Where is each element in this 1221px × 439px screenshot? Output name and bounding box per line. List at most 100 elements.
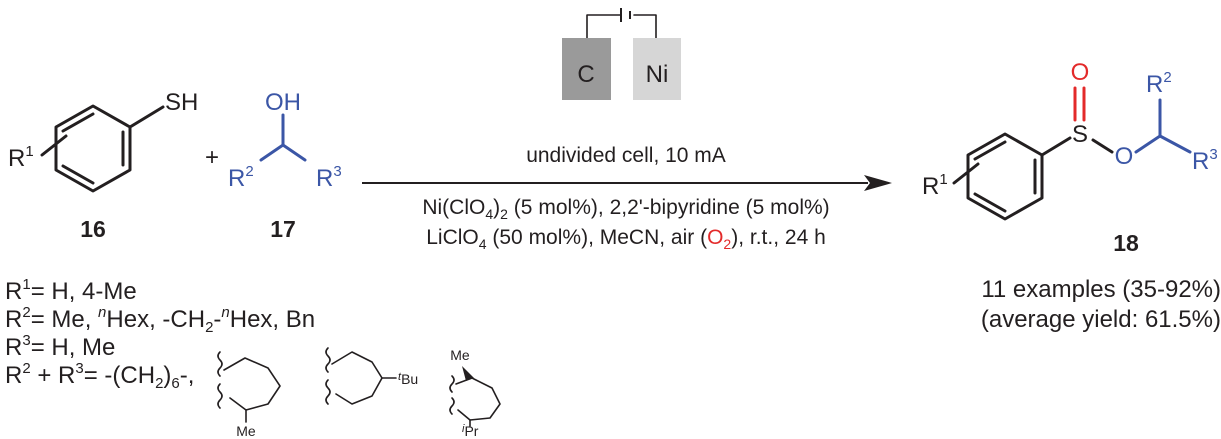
cond-char: ( [442,196,449,219]
wavy-bond [325,347,331,373]
wavy-bond [217,383,223,409]
cond-char: e [728,196,740,219]
ring-plus: + R [31,362,76,389]
conditions-line-1: Ni(ClO4)2 (5 mol%), 2,2'-bipyridine (5 m… [422,196,829,222]
cond-char: ) [493,196,500,219]
cond-char: - [643,196,650,219]
average-yield: (average yield: 61.5%) [981,306,1221,333]
cond-char: N [422,196,437,219]
methyl-label: Me [450,347,470,363]
ring-fragment-me-ipr: Me iPr [449,347,501,439]
ring-chain [223,357,281,411]
wedge-bond [462,366,474,381]
cond-char: ) [823,196,830,219]
wavy-bond [217,351,223,377]
oxygen-letter: O [707,226,723,249]
cond-char: 5 [521,196,533,219]
ring-double-bond [973,192,1007,213]
carbon-electrode [562,38,611,100]
cond-char: b [650,196,662,219]
cond-mid: (50 mol%), MeCN, air ( [487,226,708,249]
r1-label-18: R1 [922,171,948,200]
cond-char: i [695,196,700,219]
n-prefix: n [98,304,106,321]
scope-r3: R3= H, Me [5,332,115,361]
c-s-bond-18 [1040,136,1072,157]
r2-letter: R [1146,71,1163,98]
cond-char: i [438,196,443,219]
scope-r1: R1= H, 4-Me [5,276,137,305]
r2-letter: R [228,165,245,192]
benzene-ring-18 [966,132,1044,221]
reactant-17-structure: OH R2 R3 17 [228,89,342,242]
cond-char: l [464,196,469,219]
compound-18-number: 18 [1113,230,1139,256]
r3-letter: R [316,165,333,192]
cond-char: ( [746,196,753,219]
cond-char: o [788,196,800,219]
carbon-electrode-label: C [577,61,594,88]
examples-count: 11 examples (35-92%) [981,276,1221,303]
r2-sup: 2 [245,163,253,180]
r2-sup: 2 [1163,69,1171,86]
cond-char: o [556,196,568,219]
pr-text: Pr [464,423,478,439]
c-r3-bond [281,143,307,162]
r-letter: R [5,306,22,333]
hydroxyl-group: OH [265,89,301,116]
cond-char: d [700,196,712,219]
substrate-scope: R1= H, 4-Me R2= Me, nHex, -CH2-nHex, Bn … [5,276,501,439]
ring-double-bond [973,140,1007,161]
conditions-line-2: LiClO4 (50 mol%), MeCN, air (O2), r.t., … [426,226,826,252]
cond-char: 2 [627,196,639,219]
plus-sign: + [205,144,219,171]
r3-label-18: R3 [1192,146,1218,175]
wavy-bond [325,379,331,405]
sulfur-atom: S [1072,121,1088,148]
tbu-label: tBu [398,371,418,387]
r1-bond-18 [952,162,980,185]
r1-bond [40,134,68,157]
ring-fragment-tbu: tBu [325,347,418,405]
r1-sup: 1 [939,171,947,188]
electrochemical-cell: C Ni [562,8,681,100]
ring-chain [455,377,501,421]
r3-sup: 3 [1209,146,1217,163]
ring-eq: = -(CH [84,362,155,389]
r-sup: 2 [22,360,30,377]
r-letter: R [5,334,22,361]
cond-lic-lo: LiClO [426,226,479,249]
wavy-bond [449,397,455,415]
n-prefix: n [221,304,229,321]
r-sup: 3 [75,360,83,377]
ipr-label: iPr [462,423,479,439]
cond-char: , [598,196,604,219]
r3-letter: R [1192,148,1209,175]
cond-char: i [712,196,717,219]
nickel-electrode-label: Ni [646,61,669,88]
c-r3-bond-18 [1158,134,1192,154]
cond-char: , [621,196,627,219]
cond-char: m [770,196,788,219]
o-c-bond [1134,134,1162,154]
scope-ring: R2 + R3= -(CH2)6-, [5,360,194,392]
r-letter: R [5,278,22,305]
scope-r2-b: Hex, -CH [106,306,205,333]
cond-char: n [716,196,728,219]
cond-char: % [804,196,823,219]
r3-label-17: R3 [316,163,342,192]
cond-subscript: 2 [500,206,508,222]
methyl-label: Me [236,423,256,439]
scope-r2: R2= Me, nHex, -CH2-nHex, Bn [5,304,315,336]
ester-oxygen: O [1115,143,1134,170]
ring-double-bond [61,112,95,133]
r-sup: 3 [22,332,30,349]
ring-paren: ) [163,362,171,389]
ring-chain [331,351,383,405]
benzene-ring-16 [54,104,132,193]
cond-char: ( [514,196,521,219]
cond-end: ), r.t., 24 h [731,226,826,249]
r2-label-17: R2 [228,163,254,192]
reactant-16-structure: SH R1 16 [8,89,198,242]
scope-r3-values: = H, Me [31,334,116,361]
